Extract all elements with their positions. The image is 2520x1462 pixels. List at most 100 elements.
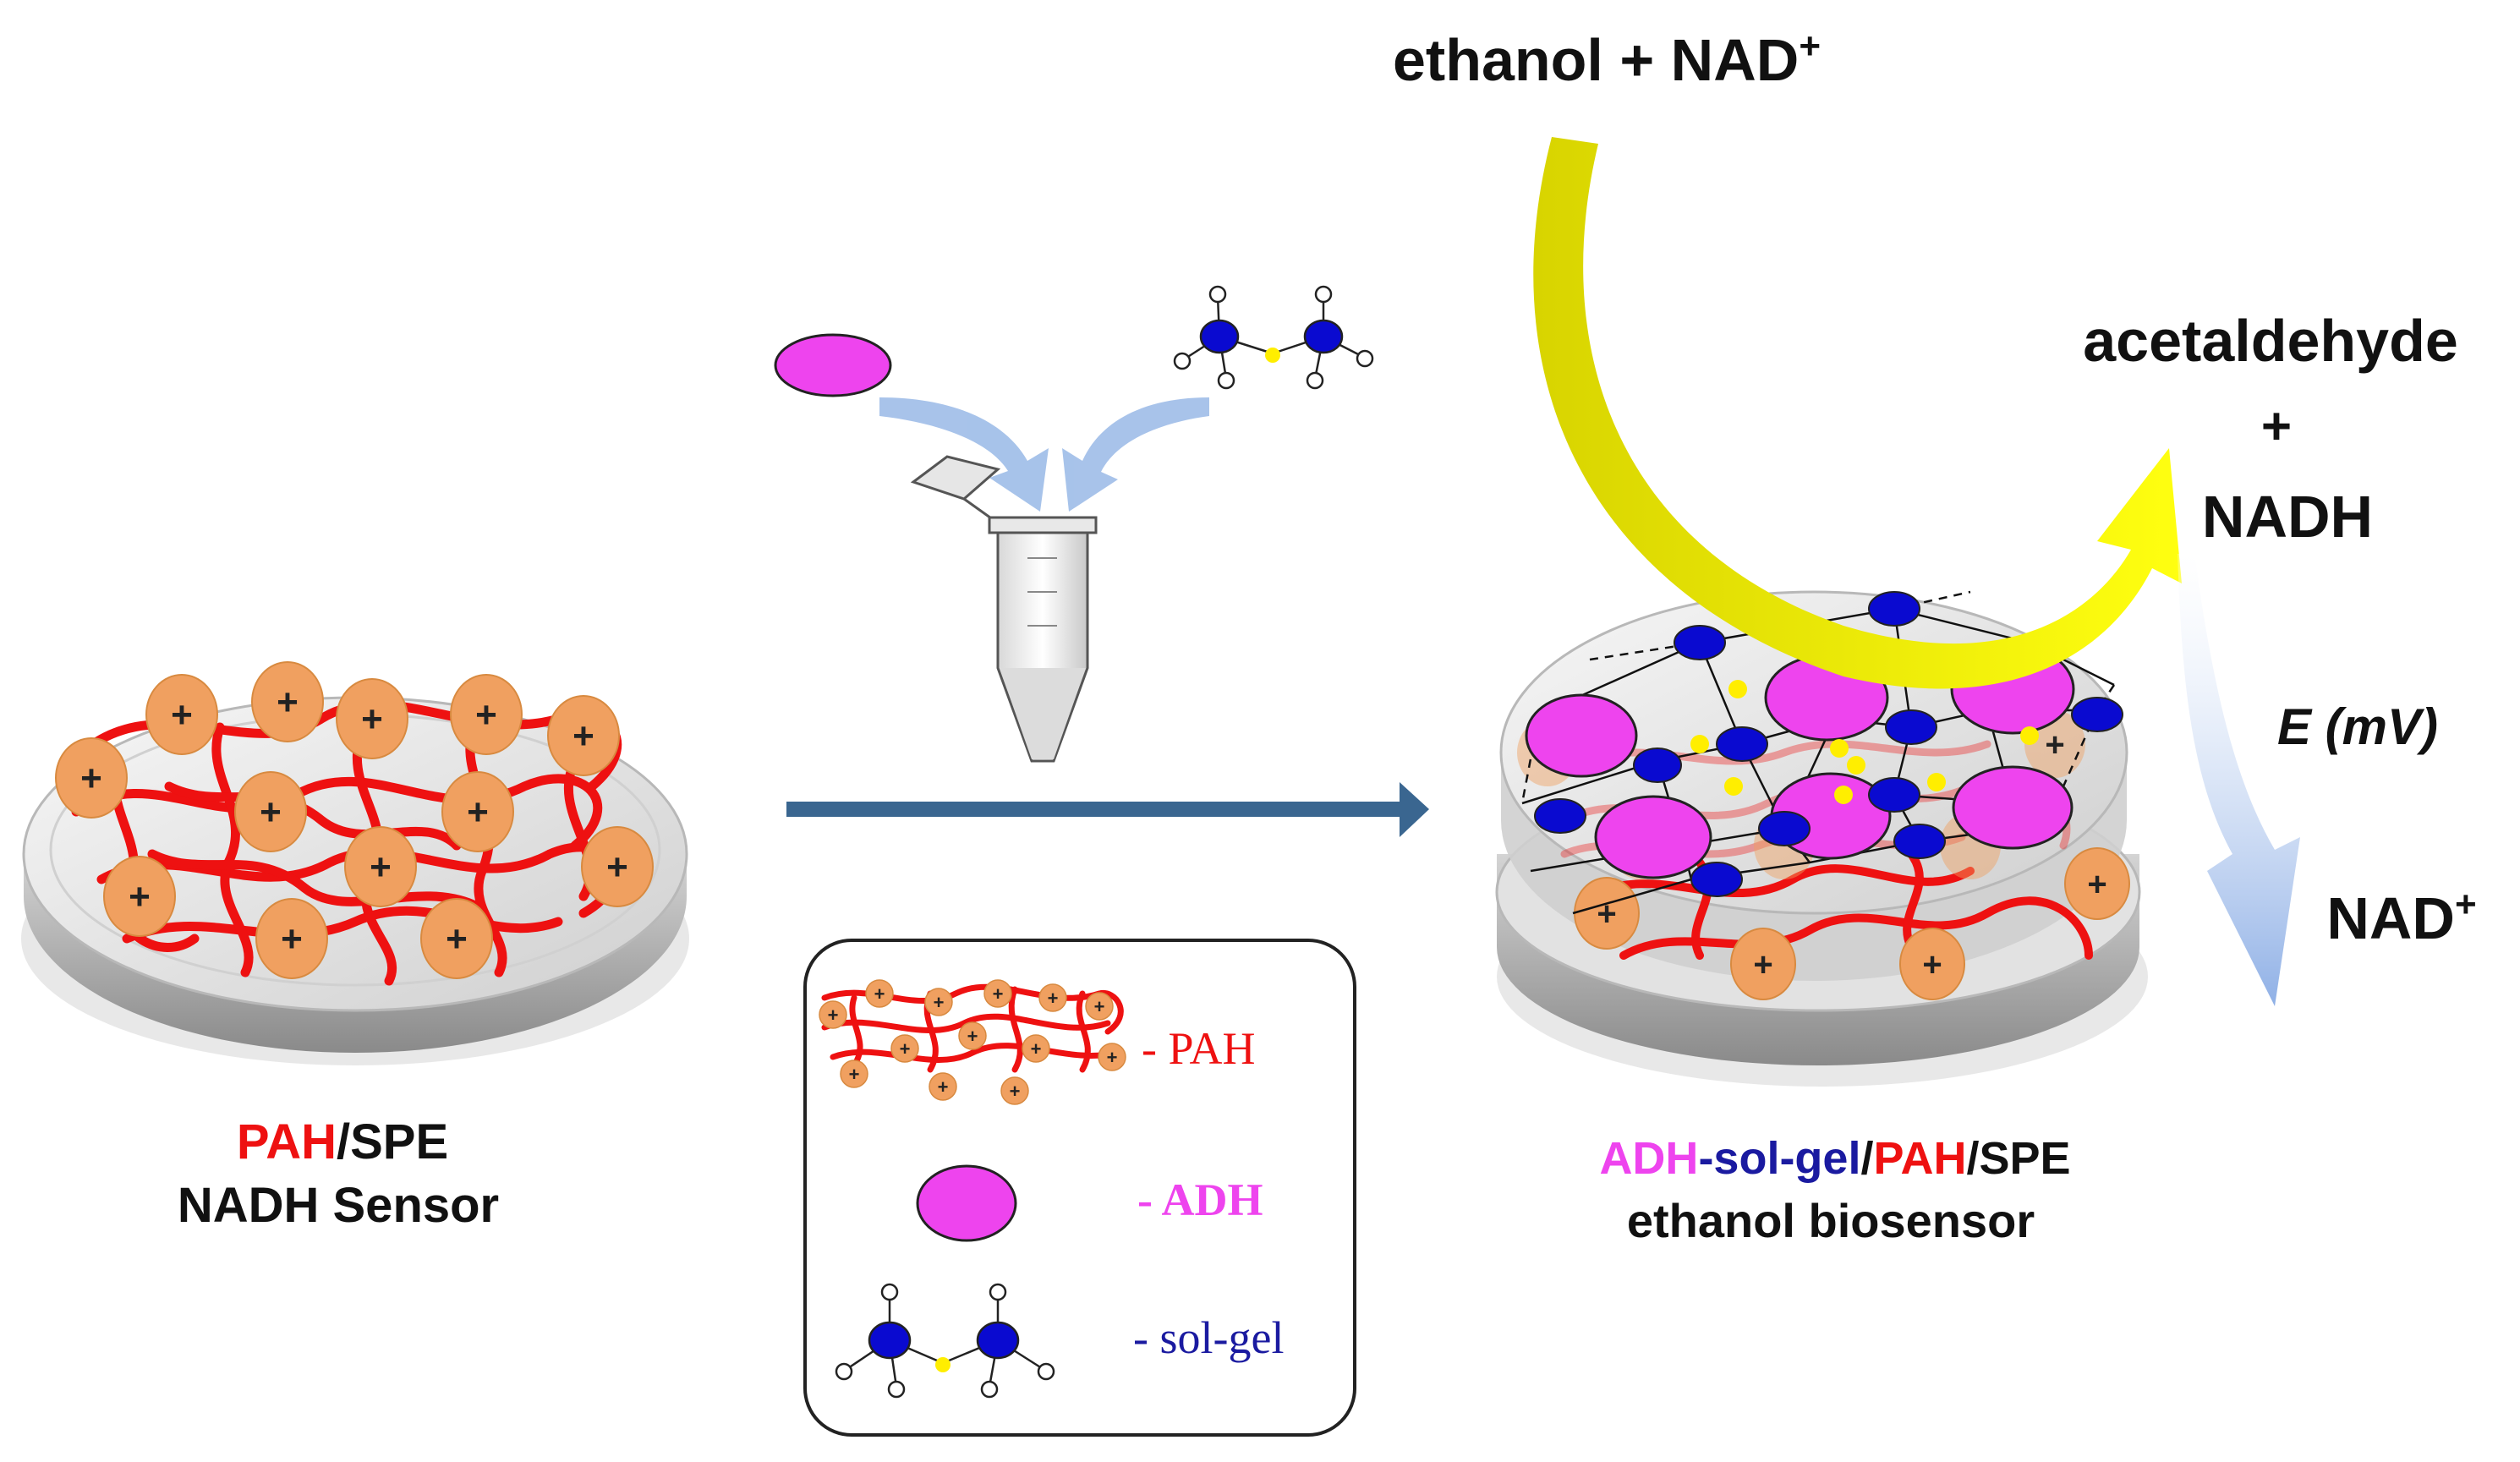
legend-charge-bead [1098,1043,1126,1071]
left-caption-line2: NADH Sensor [178,1178,499,1233]
svg-text:+: + [2045,726,2064,764]
mixing-arrows [879,397,1209,512]
legend-charge-bead [1085,992,1114,1021]
left-caption-spe: SPE [350,1114,448,1169]
charge-bead [547,695,620,776]
reactants-superscript: + [1799,25,1821,67]
legend-solgel-label: - sol-gel [1133,1312,1284,1363]
charge-bead [55,737,128,819]
reaction-arrow-blue [2178,554,2300,1006]
adh-solgel-electrode: ++++ ++ [1495,590,2148,1087]
legend-box: +++ +++ +++ +++ + - PAH - ADH [803,939,1356,1437]
eppendorf-tube-icon [910,455,1098,763]
legend-charge-bead [983,979,1012,1008]
charge-bead [441,771,514,852]
svg-text:+: + [900,1038,911,1060]
svg-text:+: + [1010,1081,1021,1102]
svg-text:+: + [475,694,497,736]
regenerated-nad: NAD+ [2326,884,2476,951]
charge-bead [1730,928,1796,1000]
svg-text:+: + [849,1064,860,1085]
pah-polymer-chains [71,699,622,986]
mixing-arrow-left [879,397,1049,512]
left-caption-pah: PAH [237,1114,337,1169]
legend-charge-bead [1022,1034,1050,1063]
svg-text:+: + [1031,1038,1042,1060]
legend-adh-label: - ADH [1137,1175,1263,1225]
product-nadh: NADH [2202,484,2373,550]
charge-bead [450,674,523,755]
svg-text:+: + [934,992,945,1013]
charge-bead [336,678,408,759]
legend-charge-bead [819,1000,847,1029]
charge-bead [234,771,307,852]
svg-text:+: + [938,1076,949,1098]
pah-spe-electrode: +++ +++ +++ +++ + [21,661,689,1065]
mixing-arrow-right [1062,397,1209,512]
left-caption-sep: / [337,1114,350,1169]
pah-positive-charges [55,661,654,979]
right-caption-line2: ethanol biosensor [1627,1194,2035,1247]
right-caption-adh: ADH [1599,1133,1698,1184]
svg-text:+: + [361,698,383,740]
legend-charge-bead [1000,1076,1029,1105]
potential-label: E (mV) [2277,698,2438,755]
legend-charge-bead [1038,983,1067,1012]
right-caption-pah: PAH [1873,1133,1966,1184]
regenerated-nad-superscript: + [2455,884,2477,925]
svg-text:+: + [281,918,303,960]
legend-pah-label: - PAH [1142,1023,1256,1074]
charge-plus-signs: +++ +++ +++ +++ + [80,682,628,960]
regenerated-nad-text: NAD [2326,885,2455,951]
charge-bead [103,856,176,937]
left-caption-line1: PAH/SPE [237,1114,448,1169]
adh-enzyme-icon [774,333,892,397]
charge-bead [581,826,654,907]
svg-text:+: + [1094,996,1105,1017]
legend-charge-bead [865,979,894,1008]
solgel-molecule-input [1173,285,1374,390]
svg-text:+: + [467,791,489,833]
legend-solgel-icon [835,1283,1055,1399]
svg-text:+: + [1048,988,1059,1009]
charge-bead [1899,928,1965,1000]
process-arrow [786,782,1429,837]
svg-text:+: + [1753,946,1772,983]
svg-text:+: + [171,694,193,736]
svg-text:+: + [446,918,468,960]
adh-enzyme [1594,795,1712,879]
svg-text:+: + [1922,946,1942,983]
svg-text:+: + [993,983,1004,1005]
product-plus: + [2261,397,2292,456]
right-caption-sep2: / [1966,1133,1979,1184]
legend-charge-bead [840,1060,868,1088]
legend-adh-icon [916,1164,1017,1242]
pah-charges-visible [1574,847,2130,1000]
product-acetaldehyde: acetaldehyde [2083,308,2458,374]
charge-bead [2064,847,2130,920]
charge-bead [251,661,324,742]
legend-pah-icon: +++ +++ +++ +++ + [819,979,1126,1105]
svg-text:+: + [572,715,594,757]
svg-text:+: + [828,1005,839,1026]
svg-text:+: + [260,791,282,833]
solgel-nodes-blue [1534,591,2123,897]
legend-charge-bead [924,988,953,1016]
right-caption-solgel: -sol-gel [1698,1133,1860,1184]
svg-text:+: + [2087,866,2106,903]
svg-text:+: + [874,983,885,1005]
right-caption-sep1: / [1860,1133,1873,1184]
right-caption-spe: SPE [1980,1133,2071,1184]
legend-charge-bead [890,1034,919,1063]
right-caption-line1: ADH-sol-gel/PAH/SPE [1599,1133,2070,1184]
reaction-arrow-yellow [1533,137,2182,689]
svg-text:+: + [370,846,392,888]
svg-text:+: + [1107,1047,1118,1068]
adh-enzyme-input [774,333,892,397]
charge-bead [344,826,417,907]
reactants-text: ethanol + NAD [1393,27,1799,93]
charge-bead [145,674,218,755]
adh-enzyme [1525,693,1638,778]
svg-text:+: + [80,758,102,799]
